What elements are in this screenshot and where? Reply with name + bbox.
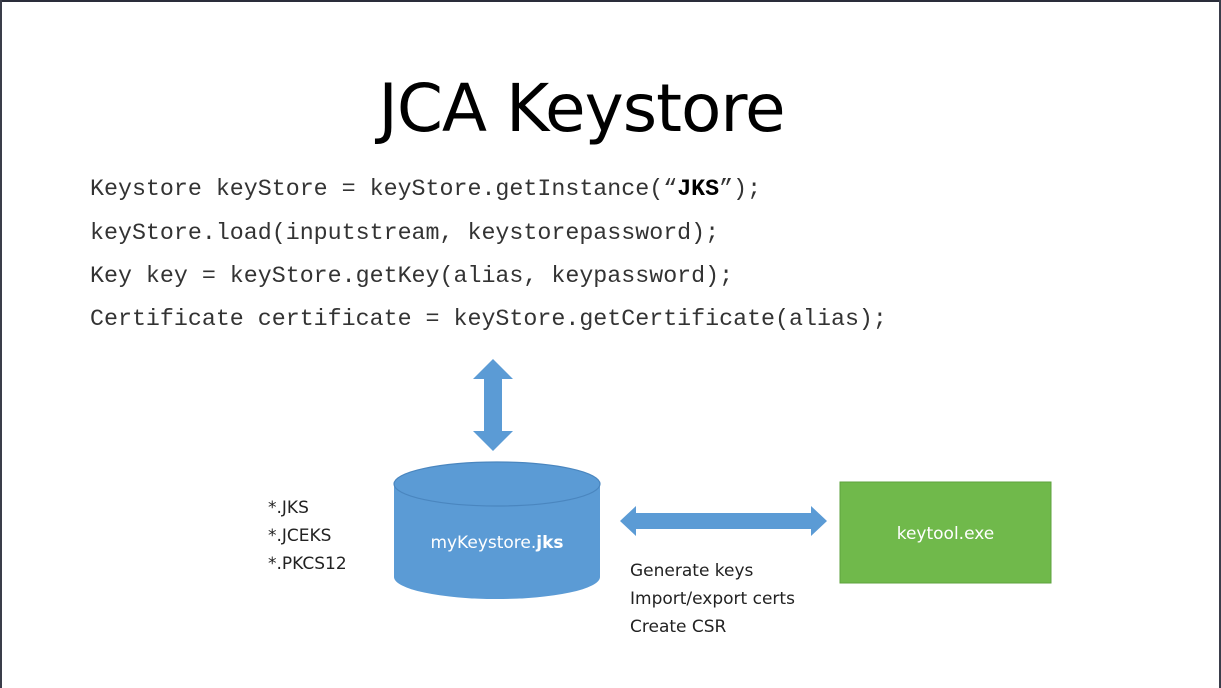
cylinder-top — [394, 462, 600, 506]
keystore-label-name: myKeystore. — [430, 533, 536, 553]
code-line-get-certificate: Certificate certificate = keyStore.getCe… — [90, 306, 887, 332]
operation-import-export: Import/export certs — [630, 589, 795, 609]
operation-create-csr: Create CSR — [630, 617, 727, 637]
horizontal-double-arrow — [620, 506, 827, 536]
keytool-label: keytool.exe — [897, 524, 995, 544]
code-text: ”); — [719, 176, 762, 202]
top-border — [0, 0, 1221, 2]
extension-jceks: *.JCEKS — [268, 526, 332, 546]
keystore-label-ext: jks — [535, 533, 563, 553]
left-border — [0, 0, 2, 688]
cylinder-top-edge — [393, 461, 601, 507]
operation-generate-keys: Generate keys — [630, 561, 754, 581]
keystore-cylinder: myKeystore.jks — [393, 461, 601, 599]
keytool-box — [840, 482, 1051, 583]
code-line-load: keyStore.load(inputstream, keystorepassw… — [90, 220, 720, 246]
code-line-get-key: Key key = keyStore.getKey(alias, keypass… — [90, 263, 734, 289]
extension-pkcs12: *.PKCS12 — [268, 554, 347, 574]
slide-title: JCA Keystore — [378, 70, 785, 147]
code-line-get-instance: Keystore keyStore = keyStore.getInstance… — [90, 174, 761, 204]
cylinder-body — [394, 484, 600, 599]
code-keystore-type: JKS — [677, 176, 720, 202]
code-text: Keystore keyStore = keyStore.getInstance… — [90, 176, 678, 202]
keytool-box-border — [839, 481, 1052, 584]
right-border — [1219, 0, 1221, 688]
keystore-label: myKeystore.jks — [430, 533, 563, 553]
vertical-double-arrow — [473, 359, 513, 451]
extension-jks: *.JKS — [268, 498, 309, 518]
